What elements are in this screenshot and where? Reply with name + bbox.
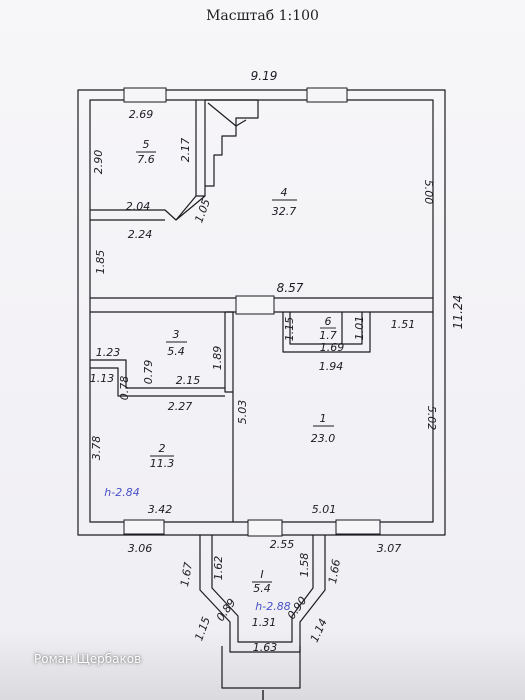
dim-bottom-mid: 2.55 [270, 538, 295, 551]
dim-r6-right: 1.01 [353, 316, 366, 341]
room-3-number: 3 [173, 328, 180, 341]
dim-porch-right-out: 1.66 [326, 558, 343, 584]
room-3-area: 5.4 [167, 345, 185, 358]
room-2-number: 2 [159, 442, 166, 455]
height-porch: h-2.88 [255, 600, 290, 613]
dim-porch-right-in: 1.58 [298, 553, 311, 578]
dim-r4-left-side: 1.85 [94, 250, 107, 275]
dim-r3-step-h: 2.15 [176, 374, 201, 387]
dim-r1-bottom: 5.01 [312, 503, 337, 516]
scale-title: Масштаб 1:100 [206, 8, 319, 24]
dim-r4-left-low: 2.24 [128, 228, 153, 241]
height-main: h-2.84 [104, 486, 139, 499]
room-porch-number: I [260, 568, 263, 581]
dim-top-width: 9.19 [251, 69, 278, 83]
dim-r2-left: 3.78 [90, 436, 103, 461]
room-porch-area: 5.4 [253, 582, 271, 595]
room-2-area: 11.3 [150, 457, 175, 470]
window-top-left [123, 87, 167, 103]
dim-bottom-left: 3.06 [128, 542, 153, 555]
window-bottom-right [335, 519, 381, 535]
dim-r2-bottom: 3.42 [148, 503, 173, 516]
dim-r5-bottom: 2.04 [126, 200, 151, 213]
room-5-area: 7.6 [137, 153, 155, 166]
dim-r4-right: 5.00 [422, 180, 435, 205]
room-6-number: 6 [325, 315, 332, 328]
author-watermark: Роман Щербаков [34, 652, 142, 666]
dim-r5-right: 2.17 [179, 138, 192, 163]
room-1-number: 1 [320, 412, 327, 425]
dim-bottom-right: 3.07 [377, 542, 402, 555]
stove-diag [207, 102, 247, 127]
dim-porch-left-in: 1.62 [212, 556, 225, 581]
room-5-number: 5 [143, 138, 150, 151]
dim-r5-diag: 1.05 [192, 197, 213, 224]
stove [205, 99, 259, 187]
room-4-area: 32.7 [272, 205, 297, 218]
window-top-right [306, 87, 348, 103]
dim-porch-mid: 1.31 [252, 616, 277, 629]
dim-r3-step-v: 0.79 [142, 360, 155, 385]
corridor-wall [224, 311, 234, 522]
dim-right-height: 11.24 [451, 295, 465, 329]
window-bottom-left [123, 519, 165, 535]
dim-r3-left: 1.13 [90, 372, 115, 385]
room6-walls [282, 312, 371, 353]
dim-r5-left: 2.90 [92, 150, 105, 175]
room-4-number: 4 [281, 186, 288, 199]
dim-r6-bottom: 1.94 [319, 360, 344, 373]
dim-r3-top-left: 1.23 [96, 346, 121, 359]
room-6-area: 1.7 [319, 329, 337, 342]
dim-corridor: 5.03 [236, 400, 249, 425]
dim-porch-diag-left: 0.89 [214, 596, 239, 624]
dim-porch-low-right: 1.14 [308, 617, 330, 645]
dim-r5-top: 2.69 [129, 108, 154, 121]
dim-porch-left-out: 1.67 [178, 561, 195, 587]
room-1-area: 23.0 [311, 432, 336, 445]
dim-r3-small: 0.78 [118, 376, 131, 401]
porch-walls [199, 535, 326, 653]
dim-r3-right: 1.89 [211, 346, 224, 371]
dim-porch-low-left: 1.15 [192, 615, 213, 642]
dim-middle-width: 8.57 [277, 281, 304, 295]
dim-r1-right: 5.02 [425, 406, 438, 431]
dim-r6-side: 1.51 [391, 318, 416, 331]
dim-r2-top: 2.27 [168, 400, 193, 413]
dim-r6-bottom-in: 1.69 [320, 341, 345, 354]
door-main [247, 519, 283, 537]
dim-r6-left: 1.15 [283, 317, 296, 342]
porch-bay [221, 646, 301, 689]
room3-step [90, 359, 225, 397]
dim-porch-bottom: 1.63 [253, 641, 278, 654]
room5-diag-wall [175, 100, 206, 221]
door-middle [235, 295, 275, 315]
